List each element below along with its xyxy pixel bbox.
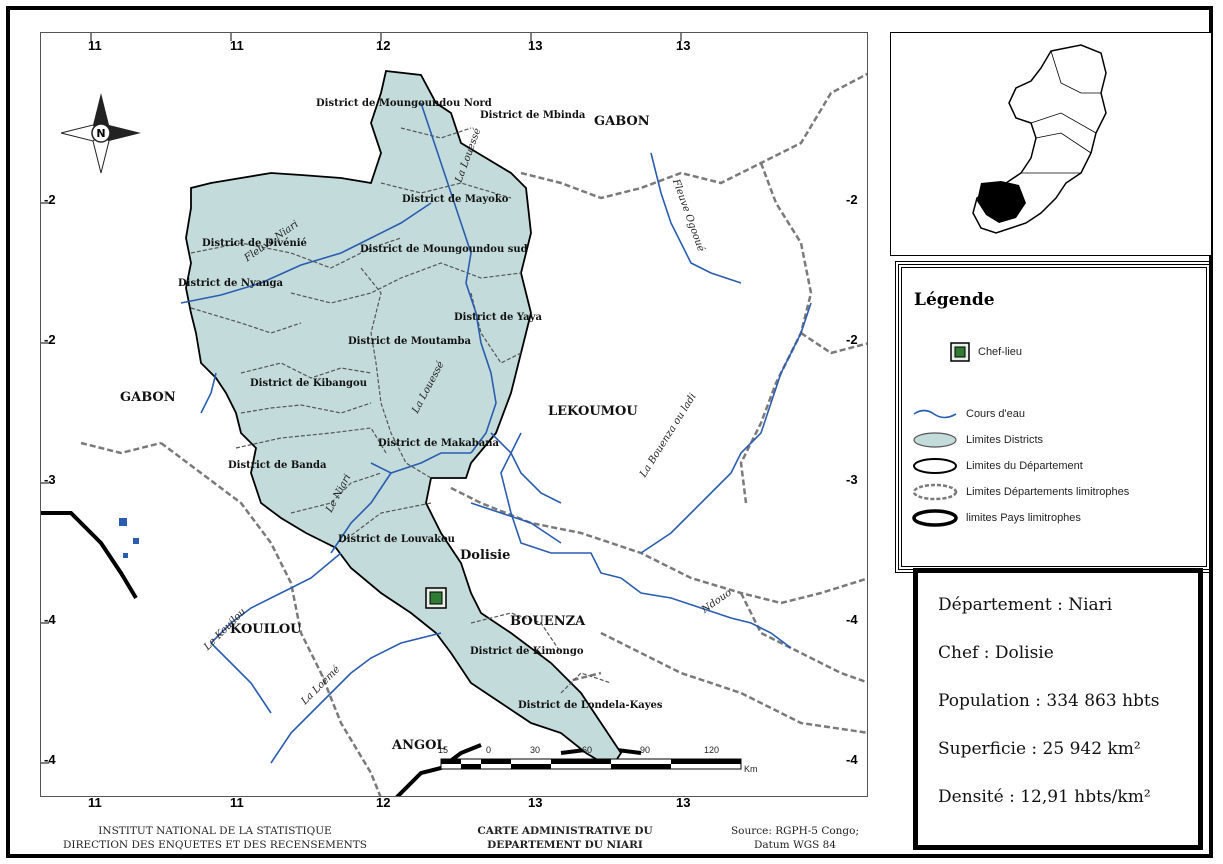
info-chef: Chef : Dolisie bbox=[938, 643, 1054, 663]
country-boundary-icon bbox=[912, 509, 958, 527]
scale-bar bbox=[440, 758, 742, 770]
label-kouilou: KOUILOU bbox=[230, 622, 302, 637]
tick-left-3: -3 bbox=[44, 472, 56, 487]
niari-department-area[interactable] bbox=[185, 70, 623, 770]
label-gabon-west: GABON bbox=[120, 390, 176, 405]
tick-top-3: 12 bbox=[376, 38, 391, 53]
tick-right-5: -4 bbox=[846, 752, 858, 767]
tick-top-5: 13 bbox=[676, 38, 691, 53]
tick-top-4: 13 bbox=[528, 38, 543, 53]
label-district: District de Kibangou bbox=[250, 378, 367, 389]
rivers bbox=[180, 102, 812, 764]
lakes bbox=[119, 518, 139, 558]
legend-title: Légende bbox=[914, 290, 995, 310]
label-district: District de Yaya bbox=[454, 312, 542, 323]
inset-canvas bbox=[972, 44, 1107, 234]
legend-label: Cours d'eau bbox=[966, 408, 1025, 420]
label-district: District de Divénié bbox=[202, 238, 307, 249]
label-dolisie: Dolisie bbox=[460, 548, 511, 563]
label-gabon-north: GABON bbox=[594, 114, 650, 129]
tick-right-2: -2 bbox=[846, 332, 858, 347]
legend-label: Limites Départements limitrophes bbox=[966, 486, 1130, 498]
legend-item-capital: Chef-lieu bbox=[950, 342, 1022, 362]
footer-line: INSTITUT NATIONAL DE LA STATISTIQUE bbox=[98, 825, 332, 837]
footer-line: Source: RGPH-5 Congo; bbox=[730, 825, 860, 837]
grid-ticks bbox=[41, 33, 682, 764]
footer-line: DIRECTION DES ENQUETES ET DES RECENSEMEN… bbox=[63, 839, 367, 851]
tick-bottom-2: 11 bbox=[230, 795, 244, 810]
capital-dolisie-icon[interactable] bbox=[425, 587, 447, 609]
legend-label: Limites Districts bbox=[966, 434, 1044, 446]
label-district: District de Londela-Kayes bbox=[518, 700, 663, 711]
label-district: District de Banda bbox=[228, 460, 327, 471]
tick-left-1: -2 bbox=[44, 192, 56, 207]
tick-bottom-4: 13 bbox=[528, 795, 543, 810]
footer-map-title: CARTE ADMINISTRATIVE DU DEPARTEMENT DU N… bbox=[430, 824, 700, 852]
district-area-icon bbox=[913, 432, 957, 448]
footer-line: CARTE ADMINISTRATIVE DU bbox=[477, 825, 653, 837]
label-district: District de Nyanga bbox=[178, 278, 283, 289]
capital-icon bbox=[950, 342, 970, 362]
info-superficie: Superficie : 25 942 km² bbox=[938, 739, 1141, 759]
legend-label: Limites du Département bbox=[966, 460, 1083, 472]
label-district: District de Mbinda bbox=[480, 110, 586, 121]
north-arrow-icon: N bbox=[60, 93, 141, 174]
footer-source: Source: RGPH-5 Congo; Datum WGS 84 bbox=[690, 824, 900, 852]
scale-label: 120 bbox=[704, 745, 720, 755]
scale-label: 30 bbox=[530, 745, 541, 755]
info-department: Département : Niari bbox=[938, 595, 1113, 615]
label-district: District de Louvakou bbox=[338, 534, 455, 545]
tick-left-4: -4 bbox=[44, 612, 56, 627]
info-densite: Densité : 12,91 hbts/km² bbox=[938, 787, 1151, 807]
legend-item-department: Limites du Département bbox=[912, 456, 1083, 476]
label-district: District de Moungoundou Nord bbox=[316, 98, 492, 109]
legend-item-district: Limites Districts bbox=[912, 430, 1043, 450]
tick-right-1: -2 bbox=[846, 192, 858, 207]
label-district: District de Moutamba bbox=[348, 336, 471, 347]
inset-congo-map[interactable] bbox=[890, 32, 1212, 256]
scale-label: 15 bbox=[438, 745, 449, 755]
label-district: District de Moungoundou sud bbox=[360, 244, 528, 255]
neighbor-department-icon bbox=[912, 483, 958, 501]
legend-label: Chef-lieu bbox=[978, 346, 1023, 358]
tick-right-4: -4 bbox=[846, 612, 858, 627]
label-district: District de Mayoko bbox=[402, 194, 509, 205]
label-district: District de Kimongo bbox=[470, 646, 584, 657]
tick-top-2: 11 bbox=[230, 38, 244, 53]
department-boundary-icon bbox=[913, 458, 957, 474]
scale-unit: Km bbox=[744, 764, 758, 774]
tick-bottom-5: 13 bbox=[676, 795, 691, 810]
legend-panel: Légende Chef-lieu Cours d'eau Limites Di… bbox=[895, 261, 1213, 573]
scale-label: 60 bbox=[582, 745, 593, 755]
info-panel: Département : Niari Chef : Dolisie Popul… bbox=[913, 568, 1203, 850]
tick-top-1: 11 bbox=[88, 38, 102, 53]
tick-right-3: -3 bbox=[846, 472, 858, 487]
legend-item-river: Cours d'eau bbox=[912, 404, 1025, 424]
label-angola: ANGOL bbox=[392, 738, 446, 753]
river-line-icon bbox=[913, 409, 957, 419]
scale-label: 90 bbox=[640, 745, 651, 755]
label-bouenza: BOUENZA bbox=[510, 614, 586, 629]
legend-item-neighbor-departments: Limites Départements limitrophes bbox=[912, 482, 1129, 502]
legend-label: limites Pays limitrophes bbox=[966, 512, 1081, 524]
tick-bottom-3: 12 bbox=[376, 795, 391, 810]
label-district: District de Makabana bbox=[378, 438, 499, 449]
main-map[interactable]: N bbox=[40, 32, 868, 797]
tick-left-5: -4 bbox=[44, 752, 56, 767]
info-population: Population : 334 863 hbts bbox=[938, 691, 1160, 711]
label-lekoumou: LEKOUMOU bbox=[548, 404, 638, 419]
footer-institute: INSTITUT NATIONAL DE LA STATISTIQUE DIRE… bbox=[0, 824, 430, 852]
niari-highlight bbox=[977, 181, 1026, 223]
footer-line: Datum WGS 84 bbox=[753, 839, 837, 851]
map-canvas: N bbox=[41, 33, 867, 796]
tick-left-2: -2 bbox=[44, 332, 56, 347]
scale-label: 0 bbox=[486, 745, 492, 755]
footer-line: DEPARTEMENT DU NIARI bbox=[487, 839, 643, 851]
legend-item-neighbor-countries: limites Pays limitrophes bbox=[912, 508, 1081, 528]
svg-text:N: N bbox=[96, 127, 105, 140]
tick-bottom-1: 11 bbox=[88, 795, 102, 810]
